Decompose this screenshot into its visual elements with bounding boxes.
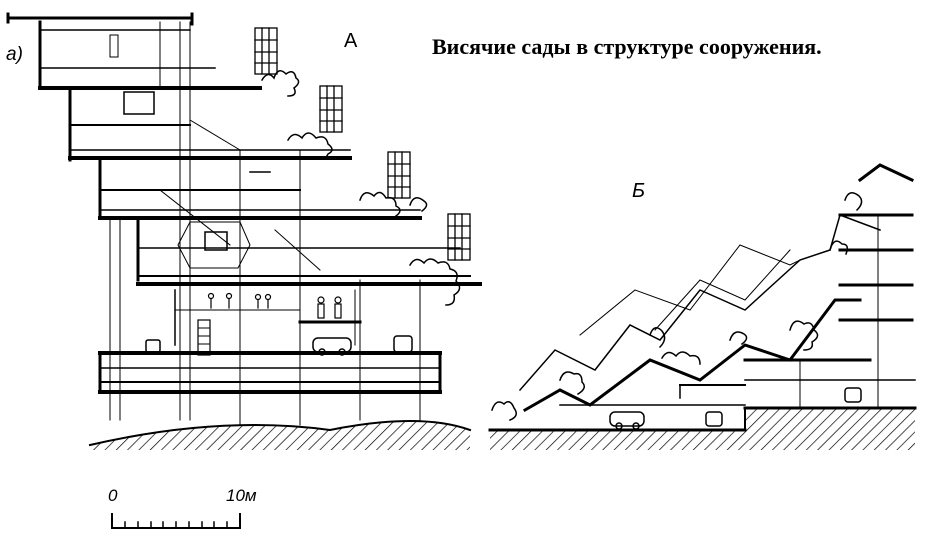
people-figures (207, 292, 342, 319)
ground-a (90, 421, 470, 450)
scale-start-label: 0 (108, 486, 118, 505)
car-icons-b (609, 387, 862, 430)
section-a-building (6, 12, 482, 450)
plant-clusters (260, 70, 461, 306)
scale-bar (111, 513, 241, 529)
section-b-terraced (488, 163, 917, 450)
section-a-label: А (344, 30, 358, 52)
plant-clusters-b (491, 192, 863, 421)
car-icons (145, 335, 413, 356)
window-grids (254, 27, 471, 261)
section-b-label: Б (632, 180, 646, 202)
ground-b (490, 408, 915, 450)
figure-title: Висячие сады в структуре сооружения. (432, 34, 822, 59)
figure-label: а) (6, 44, 23, 65)
scale-end-label: 10м (226, 486, 257, 505)
